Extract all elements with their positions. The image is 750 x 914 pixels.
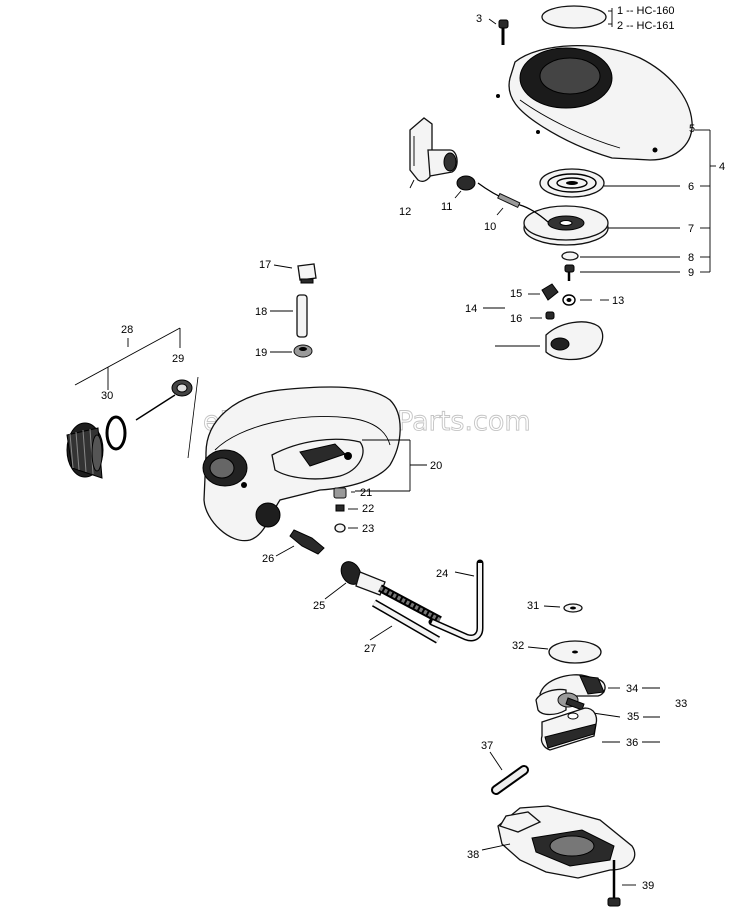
part-tube-27 xyxy=(369,599,441,644)
callout-15: 15 xyxy=(510,288,522,300)
part-fuel-line-24 xyxy=(428,559,484,642)
callout-3: 3 xyxy=(476,13,482,25)
callout-19: 19 xyxy=(255,347,267,359)
callout-8: 8 xyxy=(688,252,694,264)
part-washer-31 xyxy=(543,603,583,613)
callout-label-1: 1 -- HC-160 xyxy=(617,5,674,17)
part-spring-6 xyxy=(539,168,680,198)
callout-36: 36 xyxy=(626,737,638,749)
part-shoe-36 xyxy=(540,707,620,751)
part-ratchet-base xyxy=(495,321,604,361)
callout-37: 37 xyxy=(481,740,493,752)
callout-32: 32 xyxy=(512,640,524,652)
callout-21: 21 xyxy=(360,487,372,499)
part-housing-38 xyxy=(481,805,636,879)
part-fuel-tank-20 xyxy=(202,386,401,542)
callout-7: 7 xyxy=(688,223,694,235)
callout-22: 22 xyxy=(362,503,374,515)
part-plate-32 xyxy=(527,640,602,664)
callout-34: 34 xyxy=(626,683,638,695)
callout-12: 12 xyxy=(399,206,411,218)
callout-23: 23 xyxy=(362,523,374,535)
callout-label-2: 2 -- HC-161 xyxy=(617,20,674,32)
part-grommet-19 xyxy=(270,344,313,358)
callout-26: 26 xyxy=(262,553,274,565)
part-rope-10 xyxy=(477,182,549,223)
callout-35: 35 xyxy=(627,711,639,723)
part-pulley-7 xyxy=(523,205,680,246)
part-tube-18 xyxy=(270,294,308,338)
part-screw-9 xyxy=(564,264,680,281)
bracket-28 xyxy=(74,327,181,390)
callout-24: 24 xyxy=(436,568,448,580)
part-label-oval xyxy=(541,5,613,29)
callout-30: 30 xyxy=(101,390,113,402)
callout-5: 5 xyxy=(689,123,695,135)
callout-25: 25 xyxy=(313,600,325,612)
part-22 xyxy=(335,504,358,512)
callout-18: 18 xyxy=(255,306,267,318)
callout-13: 13 xyxy=(612,295,624,307)
part-grip-12 xyxy=(409,117,458,189)
part-bolt-39 xyxy=(607,860,636,907)
callout-28: 28 xyxy=(121,324,133,336)
part-filter-25 xyxy=(324,561,442,624)
part-pawl-15 xyxy=(528,283,559,301)
callout-20: 20 xyxy=(430,460,442,472)
callout-14: 14 xyxy=(465,303,477,315)
bracket-4-5 xyxy=(695,129,716,273)
bracket-20 xyxy=(355,439,427,492)
callout-10: 10 xyxy=(484,221,496,233)
part-fuel-cap xyxy=(66,422,104,479)
callout-33: 33 xyxy=(675,698,687,710)
callout-16: 16 xyxy=(510,313,522,325)
part-screw-16 xyxy=(530,311,555,320)
callout-27: 27 xyxy=(364,643,376,655)
part-21 xyxy=(333,487,355,499)
part-gasket-30 xyxy=(105,415,127,451)
callout-6: 6 xyxy=(688,181,694,193)
part-clutch-34-35 xyxy=(535,674,621,718)
part-screw-3 xyxy=(488,18,509,45)
part-plug-11 xyxy=(454,175,476,199)
part-spring-13 xyxy=(562,294,592,306)
callout-9: 9 xyxy=(688,267,694,279)
part-fitting-26 xyxy=(275,529,325,557)
part-starter-cover xyxy=(496,45,693,161)
callout-39: 39 xyxy=(642,880,654,892)
part-washer-8 xyxy=(561,251,680,261)
callout-17: 17 xyxy=(259,259,271,271)
callout-4: 4 xyxy=(719,161,725,173)
callout-38: 38 xyxy=(467,849,479,861)
part-spring-37 xyxy=(489,751,529,795)
callout-29: 29 xyxy=(172,353,184,365)
part-cap-17 xyxy=(273,263,317,284)
part-23 xyxy=(334,523,358,533)
callout-11: 11 xyxy=(441,201,452,213)
part-retainer-29 xyxy=(135,376,199,459)
callout-31: 31 xyxy=(527,600,539,612)
